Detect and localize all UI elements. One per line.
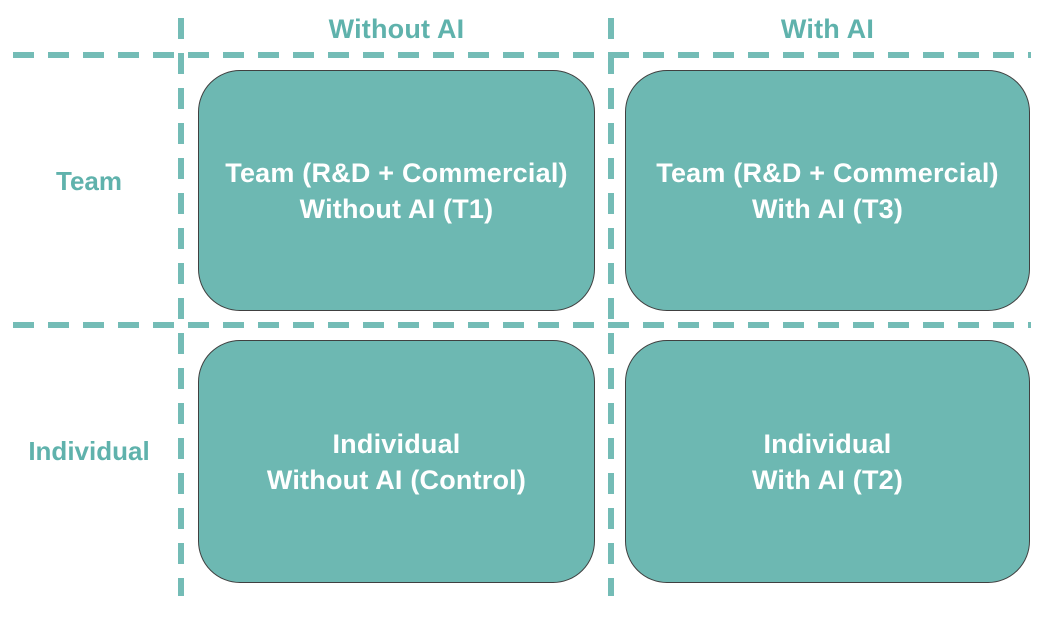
- quadrant-text-line: Team (R&D + Commercial): [225, 157, 568, 188]
- row-label-team: Team: [56, 166, 122, 196]
- quadrant-text-line: With AI (T3): [751, 193, 904, 224]
- quadrant-text-line: Individual: [763, 428, 892, 459]
- row-label-individual: Individual: [28, 436, 150, 466]
- quadrant-text-line: Without AI (T1): [299, 193, 494, 224]
- quadrant-individual-without-ai: Individual Without AI (Control): [198, 340, 595, 583]
- quadrant-team-with-ai: Team (R&D + Commercial) With AI (T3): [625, 70, 1030, 311]
- quadrant-text-line: Without AI (Control): [266, 464, 527, 495]
- quadrant-team-without-ai: Team (R&D + Commercial) Without AI (T1): [198, 70, 595, 311]
- quadrant-text-line: Individual: [332, 428, 461, 459]
- column-header-without-ai: Without AI: [328, 14, 465, 44]
- column-header-with-ai: With AI: [780, 14, 875, 44]
- quadrant-individual-with-ai: Individual With AI (T2): [625, 340, 1030, 583]
- quadrant-text-line: Team (R&D + Commercial): [656, 157, 999, 188]
- quadrant-text-line: With AI (T2): [751, 464, 904, 495]
